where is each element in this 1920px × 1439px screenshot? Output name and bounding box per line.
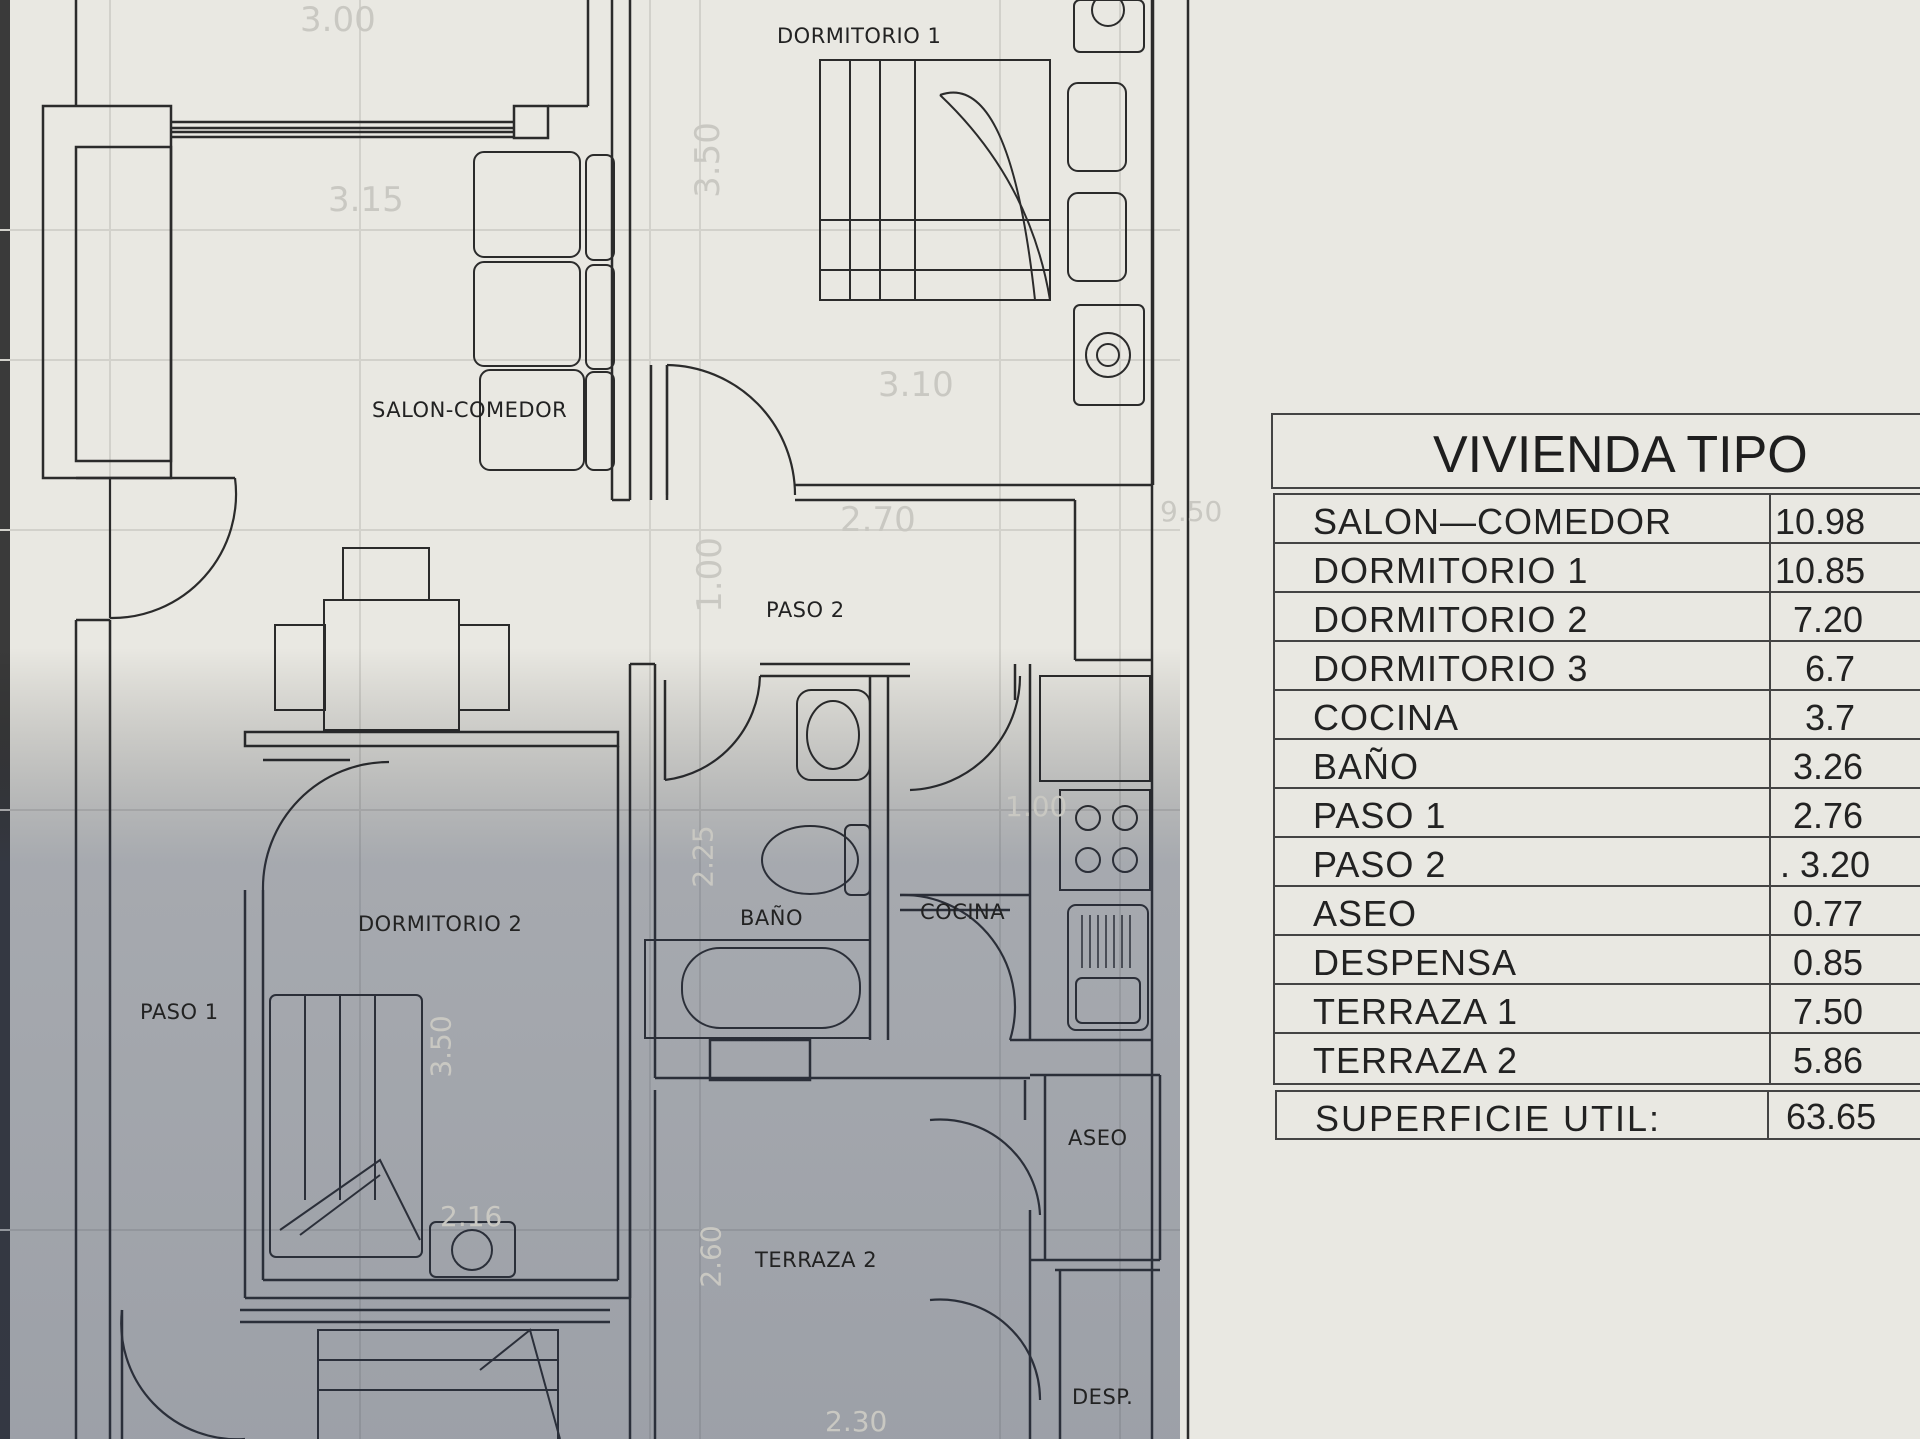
room-area: 3.7 — [1805, 697, 1856, 738]
room-area: 7.50 — [1793, 991, 1864, 1032]
column-divider — [1769, 495, 1771, 1083]
room-label-paso-2: PASO 2 — [766, 598, 845, 622]
dimension-label: 2.60 — [694, 1225, 728, 1288]
dimension-label: 3.00 — [300, 0, 376, 40]
room-name: DORMITORIO 2 — [1313, 599, 1589, 640]
dimension-label: 2.25 — [686, 825, 720, 888]
room-area: . 3.20 — [1780, 844, 1871, 885]
room-name: TERRAZA 2 — [1313, 1040, 1519, 1081]
column-divider — [1767, 1092, 1769, 1138]
table-row: DESPENSA 0.85 — [1275, 936, 1920, 985]
room-area: 10.85 — [1775, 550, 1866, 591]
room-area: 2.76 — [1793, 795, 1864, 836]
room-name: DORMITORIO 1 — [1313, 550, 1589, 591]
table-row: DORMITORIO 1 10.85 — [1275, 544, 1920, 593]
table-row: COCINA 3.7 — [1275, 691, 1920, 740]
total-value: 63.65 — [1786, 1096, 1877, 1137]
dimension-label: 2.16 — [440, 1200, 503, 1233]
table-row: BAÑO 3.26 — [1275, 740, 1920, 789]
room-label-bano: BAÑO — [740, 906, 804, 930]
table-row: TERRAZA 1 7.50 — [1275, 985, 1920, 1034]
area-table-title-box: VIVIENDA TIPO — [1271, 413, 1920, 489]
room-area: 10.98 — [1775, 501, 1866, 542]
dimension-label: 2.30 — [825, 1405, 888, 1438]
dimension-label: 3.10 — [878, 365, 954, 405]
dimension-label: 1.00 — [1005, 790, 1068, 823]
room-label-dormitorio-2: DORMITORIO 2 — [358, 912, 523, 936]
area-table-total: SUPERFICIE UTIL: 63.65 — [1275, 1090, 1920, 1140]
room-label-aseo: ASEO — [1068, 1126, 1128, 1150]
room-name: TERRAZA 1 — [1313, 991, 1519, 1032]
room-area: 6.7 — [1805, 648, 1856, 689]
dimension-label: 3.50 — [687, 122, 728, 198]
table-row: PASO 2 . 3.20 — [1275, 838, 1920, 887]
room-name: COCINA — [1313, 697, 1460, 738]
table-row: PASO 1 2.76 — [1275, 789, 1920, 838]
dimension-label: 3.15 — [328, 180, 404, 220]
room-label-dormitorio-1: DORMITORIO 1 — [777, 24, 942, 48]
room-area: 0.85 — [1793, 942, 1864, 983]
room-label-despensa: DESP. — [1072, 1385, 1134, 1409]
room-label-paso-1: PASO 1 — [140, 1000, 219, 1024]
room-name: PASO 2 — [1313, 844, 1447, 885]
room-name: BAÑO — [1313, 746, 1420, 787]
table-row: DORMITORIO 3 6.7 — [1275, 642, 1920, 691]
room-area: 3.26 — [1793, 746, 1864, 787]
room-label-cocina: COCINA — [920, 900, 1006, 924]
room-area: 0.77 — [1793, 893, 1864, 934]
table-row: SALON—COMEDOR 10.98 — [1275, 495, 1920, 544]
room-area: 7.20 — [1793, 599, 1864, 640]
room-label-salon-comedor: SALON-COMEDOR — [372, 398, 568, 422]
room-area: 5.86 — [1793, 1040, 1864, 1081]
room-name: DESPENSA — [1313, 942, 1518, 983]
dimension-label: 1.00 — [689, 537, 730, 613]
room-label-terraza-2: TERRAZA 2 — [755, 1248, 878, 1272]
table-row: DORMITORIO 2 7.20 — [1275, 593, 1920, 642]
room-name: DORMITORIO 3 — [1313, 648, 1589, 689]
room-name: SALON—COMEDOR — [1313, 501, 1673, 542]
table-row: TERRAZA 2 5.86 — [1275, 1034, 1920, 1083]
dimension-label: 3.50 — [424, 1015, 458, 1078]
dimension-label: 9.50 — [1160, 495, 1223, 528]
room-name: ASEO — [1313, 893, 1418, 934]
total-label: SUPERFICIE UTIL: — [1315, 1098, 1662, 1139]
photo-shadow — [0, 0, 1180, 1439]
area-table: SALON—COMEDOR 10.98 DORMITORIO 1 10.85 DOR… — [1273, 493, 1920, 1085]
dimension-label: 2.70 — [840, 500, 916, 540]
room-name: PASO 1 — [1313, 795, 1447, 836]
table-row: ASEO 0.77 — [1275, 887, 1920, 936]
area-table-title: VIVIENDA TIPO — [1433, 426, 1808, 484]
